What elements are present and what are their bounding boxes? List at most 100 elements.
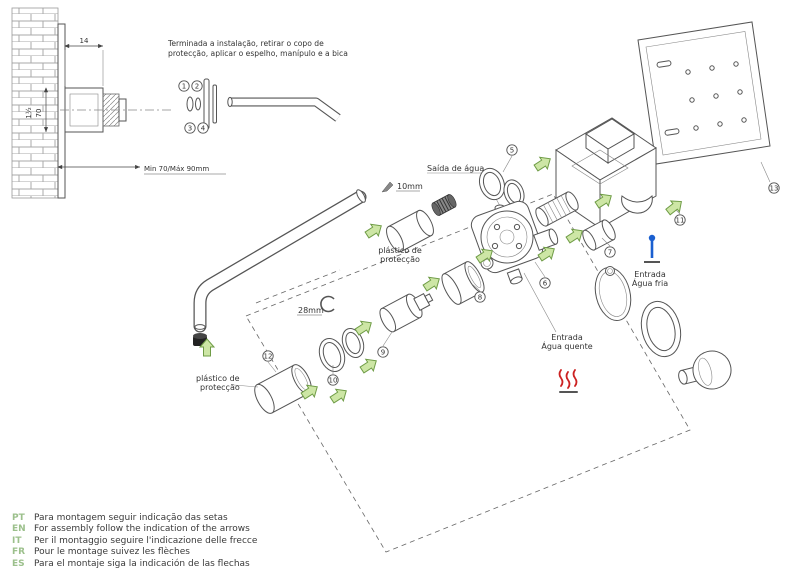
plastic-label-bottom-line2: protecção — [200, 383, 240, 392]
plastic-label-top-line1: plástico de — [378, 246, 422, 255]
handle-knob — [678, 350, 732, 390]
arrow-icon — [420, 272, 444, 295]
ring-pair-2 — [341, 327, 365, 359]
svg-text:11: 11 — [676, 216, 685, 224]
callout-9: 9 — [377, 346, 389, 358]
snap-ring: 28mm — [297, 295, 335, 316]
callout-4: 4 — [197, 122, 209, 134]
install-note-line2: protecção, aplicar o espelho, manípulo e… — [168, 49, 348, 58]
sleeve-small — [582, 219, 616, 251]
depth-note-label: Min 70/Máx 90mm — [144, 165, 209, 173]
plastic-label-bottom-line1: plástico de — [196, 374, 240, 383]
wall-section: 14 1½ 70 Min 70/Máx 90mm — [11, 7, 226, 199]
hot-leader — [523, 272, 557, 333]
svg-text:4: 4 — [201, 124, 206, 132]
svg-text:2: 2 — [195, 82, 199, 90]
wall-face — [57, 23, 66, 199]
snap-ring-label: 28mm — [298, 306, 324, 315]
plastic-label-top-line2: protecção — [380, 255, 420, 264]
spout-top-fill — [230, 98, 340, 121]
callout-12: 12 — [262, 350, 274, 362]
small-ring-1 — [186, 96, 194, 112]
assembly-plane — [245, 193, 691, 553]
install-note-line1: Terminada a instalação, retirar o copo d… — [167, 39, 324, 48]
legend-code-es: ES — [12, 558, 25, 569]
svg-text:7: 7 — [608, 248, 612, 256]
cold-label: Entrada Água fria — [632, 270, 668, 288]
legend-text-en: For assembly follow the indication of th… — [34, 524, 250, 535]
legend-code-it: IT — [12, 535, 22, 546]
svg-text:13: 13 — [770, 184, 779, 192]
callout-5: 5 — [506, 144, 518, 156]
callout-13: 13 — [768, 182, 780, 194]
svg-text:12: 12 — [264, 352, 273, 360]
callout-8: 8 — [474, 291, 486, 303]
mounting-plate: 13 — [637, 21, 780, 194]
protection-cup-bottom — [254, 364, 312, 414]
callout-9-leader — [382, 331, 393, 347]
legend-row-en: EN For assembly follow the indication of … — [12, 524, 257, 535]
svg-text:6: 6 — [543, 279, 548, 287]
callout-5-leader — [502, 155, 513, 173]
svg-text:Água fria: Água fria — [632, 277, 668, 288]
plate-inner-border — [645, 31, 762, 156]
svg-text:Saída de água: Saída de água — [427, 164, 484, 173]
callout-11: 11 — [674, 214, 686, 226]
plate-slot-2 — [664, 128, 680, 136]
sleeve-large — [441, 261, 485, 305]
spout-open-end — [356, 189, 366, 203]
callout-8-leader — [471, 283, 481, 292]
callout-10: 10 — [327, 374, 339, 386]
svg-text:1: 1 — [182, 82, 186, 90]
arrow-icon — [357, 354, 381, 377]
svg-text:Entrada: Entrada — [551, 333, 583, 342]
check-valve — [431, 194, 457, 216]
svg-text:8: 8 — [478, 293, 482, 301]
dim-ext-lines — [64, 50, 104, 86]
plate-slot-1 — [656, 60, 672, 68]
cartridge-top — [535, 191, 579, 227]
callout-7-leader — [601, 237, 611, 247]
callout-2: 2 — [191, 80, 203, 92]
allen-key: 10mm — [381, 181, 423, 193]
wall-housing — [555, 117, 657, 229]
callout-7: 7 — [604, 246, 616, 258]
legend-text-es: Para el montaje siga la indicación de la… — [34, 558, 250, 569]
brick-wall — [11, 7, 59, 199]
housing-hook — [621, 194, 653, 214]
callout-6-leader — [534, 261, 546, 278]
small-ring-2 — [195, 97, 201, 111]
escutcheon-side — [203, 78, 210, 130]
svg-text:9: 9 — [381, 348, 385, 356]
svg-text:5: 5 — [510, 146, 514, 154]
escutcheon-small-1 — [478, 167, 506, 201]
ring-pair-1 — [318, 338, 346, 372]
legend-code-fr: FR — [12, 547, 26, 558]
assembly-axis-line — [255, 269, 341, 304]
callout-12-leader — [267, 361, 277, 373]
legend-code-en: EN — [12, 524, 26, 535]
arrow-icon — [362, 219, 386, 242]
callout-3: 3 — [184, 122, 196, 134]
cold-indicator — [644, 234, 660, 263]
legend-text-it: Per il montaggio seguire l'indicazione d… — [34, 535, 258, 546]
callout-6: 6 — [539, 277, 551, 289]
gasket-side — [212, 84, 217, 124]
legend-text-pt: Para montagem seguir indicação das setas — [34, 513, 228, 523]
callout-13-leader — [760, 161, 771, 183]
spout — [193, 189, 367, 333]
svg-text:Água quente: Água quente — [541, 340, 592, 351]
trim-ring — [640, 300, 682, 358]
svg-text:3: 3 — [188, 124, 192, 132]
hot-indicator — [558, 369, 578, 393]
arrow-icon — [327, 384, 351, 407]
dim-inch-label: 1½ — [25, 107, 33, 118]
legend-row-es: ES Para el montaje siga la indicación de … — [12, 559, 257, 570]
plate-outline — [637, 21, 771, 165]
install-note: Terminada a instalação, retirar o copo d… — [167, 39, 348, 58]
hot-label: Entrada Água quente — [523, 272, 593, 351]
plastic-bottom-leader — [233, 384, 259, 388]
